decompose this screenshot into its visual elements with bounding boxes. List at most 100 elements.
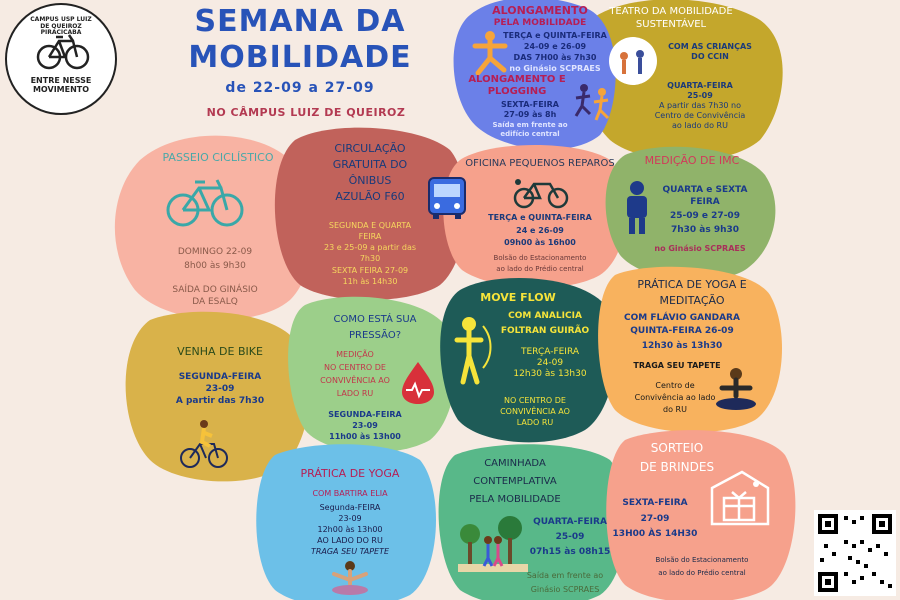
imc-dates: 25-09 e 27-09 [670,211,740,221]
caminhada-title-line2: CONTEMPLATIVA [473,476,557,487]
alongamento-place: no Ginásio SCPRAES [509,64,601,73]
gift-tag-icon [710,470,770,526]
bike-repair-icon [513,179,569,209]
yoga-med-place-line1: Centro de [655,381,695,390]
sorteio-day: SEXTA-FEIRA [622,498,688,508]
blob-vem-bike [125,311,310,482]
vem-bike-date: 23-09 [205,384,235,394]
oficina-place-line2: ao lado do Prédio central [496,265,584,273]
passeio-time: 8h00 às 9h30 [184,261,246,271]
moveflow-date: 24-09 [536,358,564,368]
blob-yoga [256,444,436,600]
dancer-icon [454,317,492,385]
blob-imc [605,146,776,281]
imc-time: 7h30 às 9h30 [670,225,740,235]
yoga-med-day: QUINTA-FEIRA 26-09 [630,326,734,336]
moveflow-place-line2: CONVIVÊNCIA AO [500,407,570,416]
vem-bike-time: A partir das 7h30 [175,396,265,406]
imc-days-line1: QUARTA e SEXTA [662,185,748,195]
blob-oficina [443,145,627,288]
pressao-place-line1: NO CENTRO DE [324,363,386,372]
moveflow-place-line1: NO CENTRO DE [504,396,566,405]
caminhada-title-line1: CAMINHADA [484,458,546,469]
blob-pressao [288,296,456,453]
yoga-med-time: 12h30 às 13h30 [641,341,723,351]
caminhada-date: 25-09 [555,532,585,542]
bicycle-icon [36,34,90,70]
pressao-day: SEGUNDA-FEIRA [328,410,402,419]
blob-onibus [274,127,467,300]
teatro-title-line1: TEATRO DA MOBILIDADE [609,6,733,17]
teatro-place-line2: ao lado do RU [672,121,728,130]
stretching-person-icon [472,31,508,76]
sorteio-place-line1: Bolsão do Estacionamento [655,556,749,564]
walking-trees-icon [458,516,528,572]
onibus-title-line3: ÔNIBUS [348,174,392,187]
yoga-place: AO LADO DO RU [317,536,383,545]
alongamento-days: TERÇA e QUINTA-FEIRA [503,31,607,40]
onibus-days-line1: SEGUNDA E QUARTA [328,221,412,230]
caminhada-place-line1: Saída em frente ao [526,571,604,580]
qr-code[interactable] [814,510,896,596]
caminhada-time: 07h15 às 08h15 [529,547,611,557]
oficina-dates: 24 e 26-09 [516,226,564,235]
moveflow-time: 12h30 às 13h30 [513,369,587,379]
sorteio-title-line2: DE BRINDES [639,460,715,474]
onibus-fri-line2: 11h às 14h30 [342,277,398,286]
onibus-title-line1: CIRCULAÇÃO [334,142,406,155]
teatro-time: A partir das 7h30 no [658,101,741,110]
theatre-children-icon [609,37,657,85]
onibus-dates-line1: 23 e 25-09 a partir das [323,243,417,252]
blob-sorteio [606,430,796,600]
plogging-place-line1: Saída em frente ao [492,121,568,129]
teatro-date: 25-09 [687,91,713,100]
alongamento-dates: 24-09 e 26-09 [523,42,587,51]
campus-label: NO CÂMPUS LUIZ DE QUEIROZ [206,106,406,119]
page-title-line1: SEMANA DA [194,4,406,39]
sorteio-place-line2: ao lado do Prédio central [658,569,746,577]
yoga-date: 23-09 [338,514,362,523]
pressao-place-line3: LADO RU [336,389,374,398]
passeio-place-line1: SAÍDA DO GINÁSIO [172,285,258,295]
plogging-date-time: 27-09 às 8h [503,110,557,119]
passeio-day: DOMINGO 22-09 [177,247,253,257]
yoga-med-title-line2: MEDITAÇÃO [659,294,725,307]
yoga-person-icon [332,561,368,595]
yoga-day: Segunda-FEIRA [319,503,381,512]
plogging-place-line2: edifício central [500,130,560,138]
oficina-days: TERÇA e QUINTA-FEIRA [488,213,592,222]
pressao-place-line2: CONVIVÊNCIA AO [320,376,390,385]
yoga-med-note: TRAGA SEU TAPETE [633,361,721,370]
onibus-dates-line2: 7h30 [359,254,381,263]
imc-title: MEDIÇÃO DE IMC [644,154,740,167]
plogging-title-line1: ALONGAMENTO E [468,74,566,85]
bus-icon [428,177,466,219]
qr-code-icon [818,514,892,592]
teatro-with-line2: DO CCIN [691,52,729,61]
page-title-line2: MOBILIDADE [188,40,412,75]
moveflow-day: TERÇA-FEIRA [520,347,580,357]
yoga-note: TRAGA SEU TAPETE [310,547,390,556]
yoga-med-with: COM FLÁVIO GANDARA [624,313,740,323]
alongamento-title: ALONGAMENTO [492,4,588,17]
blob-moveflow [440,278,616,443]
bicycle-icon [166,179,244,227]
caminhada-day: QUARTA-FEIRA [533,517,607,527]
teatro-place-line1: Centro de Convivência [654,111,746,120]
vem-bike-title: VENHA DE BIKE [177,345,263,358]
yoga-with: COM BARTIRA ELIA [312,489,388,498]
onibus-fri-line1: SEXTA FEIRA 27-09 [331,266,409,275]
yoga-med-place-line2: Convivência ao lado [634,393,716,402]
moveflow-with-line1: COM ANALICIA [508,311,582,321]
imc-days-line2: FEIRA [690,197,720,207]
yoga-time: 12h00 às 13h00 [317,525,383,534]
pressao-time: 11h00 às 13h00 [329,432,401,441]
logo: CAMPUS USP LUIZ DE QUEIROZ PIRACICABA EN… [5,3,117,115]
sorteio-date: 27-09 [640,514,670,524]
onibus-days-line2: FEIRA [358,232,382,241]
onibus-title-line2: GRATUITA DO [332,158,408,171]
person-scale-icon [627,181,647,234]
oficina-title: OFICINA PEQUENOS REPAROS [465,158,615,169]
logo-ring-text-bottom: ENTRE NESSE MOVIMENTO [30,76,92,94]
plogging-runners-icon [574,84,610,121]
